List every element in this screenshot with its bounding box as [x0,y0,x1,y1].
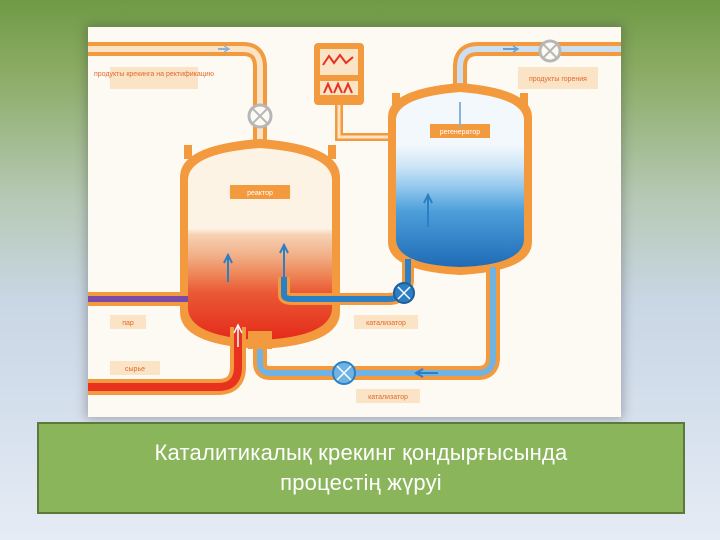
products-pipe [88,42,267,167]
process-diagram: продукты крекинга на ректификацию продук… [88,27,621,417]
reactor-vessel [180,139,340,349]
svg-text:продукты горения: продукты горения [529,76,587,83]
label-products: продукты крекинга на ректификацию [94,67,214,89]
svg-text:катализатор: катализатор [366,320,406,327]
control-panel-icon [314,43,388,141]
catalyst-return-pipe [278,259,415,305]
caption-line-1: Каталитикалық крекинг қондырғысында [154,440,568,465]
label-combustion: продукты горения [518,67,598,89]
label-catalyst-1: катализатор [354,315,418,329]
svg-text:катализатор: катализатор [368,394,408,401]
valve-icon [247,103,273,129]
svg-text:пар: пар [122,320,134,327]
svg-text:продукты крекинга на ректифика: продукты крекинга на ректификацию [94,71,214,78]
slide-caption: Каталитикалық крекинг қондырғысында проц… [81,438,641,498]
regenerator-vessel [388,83,532,275]
label-catalyst-2: катализатор [356,389,420,403]
caption-line-2: процестің жүруі [280,470,442,495]
label-reactor: реактор [247,190,273,197]
label-steam: пар [110,315,146,329]
raw-feed-pipe [88,323,246,395]
label-raw: сырье [110,361,160,375]
catalyst-feed-pipe [253,267,500,385]
label-regenerator: регенератор [440,129,480,136]
combustion-pipe [453,39,621,107]
caption-box: Каталитикалық крекинг қондырғысында проц… [37,422,685,514]
svg-text:сырье: сырье [125,366,145,373]
